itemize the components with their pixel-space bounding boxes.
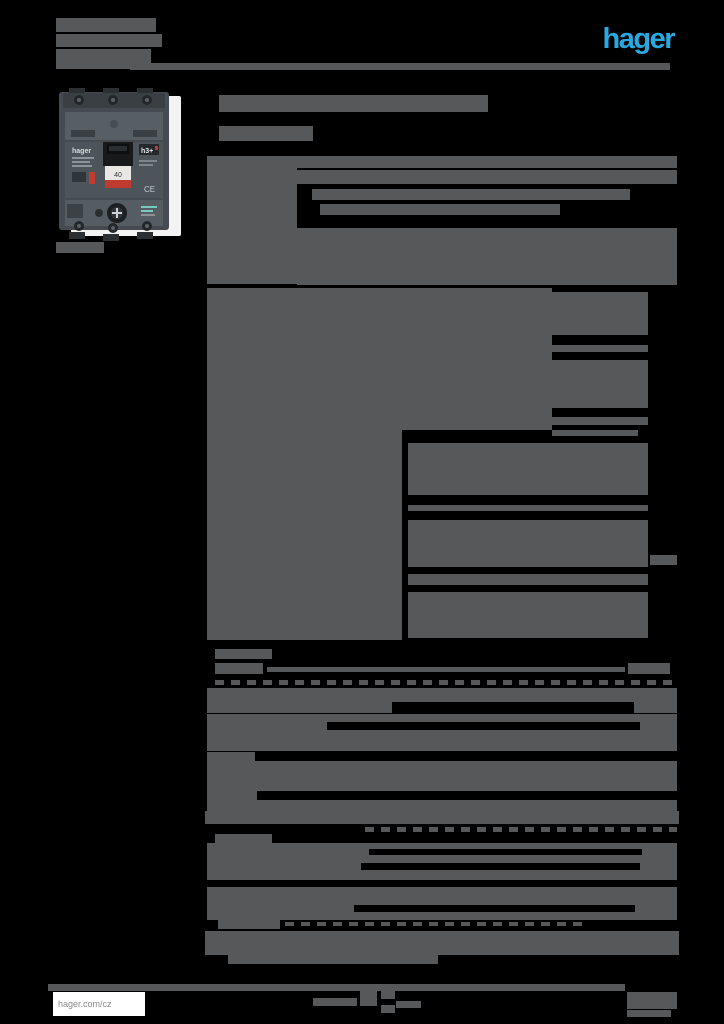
- redacted-text-bar: [627, 992, 677, 1009]
- redacted-text-bar: [297, 228, 677, 285]
- redacted-text-bar: [56, 242, 104, 253]
- footer-divider: [48, 984, 625, 991]
- breaker-brand-label: hager: [72, 148, 91, 155]
- redacted-text-bar: [207, 855, 677, 863]
- redacted-text-bar: [635, 905, 677, 912]
- redacted-text-bar: [56, 18, 156, 32]
- redacted-text-bar: [642, 849, 677, 855]
- redacted-text-bar: [634, 702, 677, 713]
- redacted-text-bar: [207, 843, 677, 849]
- redacted-dotted-leader: [215, 680, 677, 685]
- redacted-text-bar: [650, 555, 677, 565]
- redacted-text-bar: [207, 156, 297, 284]
- redacted-text-bar: [381, 1005, 395, 1013]
- redacted-text-bar: [207, 887, 677, 905]
- redacted-text-bar: [552, 292, 648, 335]
- ce-mark: CE: [144, 185, 155, 194]
- redacted-text-bar: [297, 156, 677, 168]
- redacted-text-bar: [207, 800, 677, 811]
- redacted-text-bar: [215, 649, 272, 659]
- hager-logo: hager: [602, 23, 676, 55]
- redacted-text-bar: [215, 834, 272, 843]
- redacted-text-bar: [207, 722, 327, 730]
- redacted-text-bar: [312, 189, 630, 200]
- redacted-text-bar: [320, 204, 560, 215]
- redacted-text-bar: [207, 863, 361, 870]
- redacted-text-bar: [408, 592, 648, 638]
- redacted-text-bar: [267, 667, 625, 672]
- redacted-text-bar: [408, 520, 648, 567]
- redacted-text-bar: [396, 1001, 421, 1008]
- footer-website-link[interactable]: hager.com/cz: [53, 992, 145, 1016]
- redacted-text-bar: [56, 34, 162, 47]
- redacted-text-bar: [552, 360, 648, 408]
- redacted-text-bar: [219, 95, 488, 112]
- redacted-text-bar: [207, 714, 677, 722]
- redacted-text-bar: [56, 49, 151, 69]
- redacted-text-bar: [207, 730, 677, 751]
- redacted-text-bar: [381, 991, 395, 999]
- redacted-text-bar: [640, 863, 677, 870]
- redacted-text-bar: [552, 417, 648, 425]
- redacted-text-bar: [207, 752, 255, 761]
- redacted-text-bar: [207, 905, 354, 912]
- redacted-text-bar: [297, 170, 677, 184]
- redacted-text-bar: [219, 126, 313, 141]
- redacted-text-bar: [207, 288, 552, 430]
- redacted-text-bar: [207, 849, 369, 855]
- header-divider: [130, 63, 670, 70]
- redacted-text-bar: [205, 931, 679, 955]
- redacted-text-bar: [627, 1010, 671, 1017]
- redacted-text-bar: [207, 791, 257, 800]
- redacted-text-bar: [207, 912, 677, 920]
- redacted-text-bar: [207, 688, 677, 702]
- redacted-text-bar: [207, 870, 677, 880]
- redacted-text-bar: [228, 955, 438, 964]
- redacted-text-bar: [552, 345, 648, 352]
- redacted-text-bar: [408, 505, 648, 511]
- redacted-text-bar: [640, 722, 677, 730]
- redacted-text-bar: [218, 920, 280, 929]
- rating-value: 40: [114, 172, 122, 179]
- redacted-text-bar: [360, 991, 377, 1006]
- redacted-text-bar: [207, 761, 677, 791]
- red-indicator: [89, 172, 95, 184]
- redacted-text-bar: [408, 574, 648, 585]
- redacted-text-bar: [207, 702, 392, 713]
- model-label: h3+: [141, 148, 153, 155]
- redacted-text-bar: [205, 811, 679, 824]
- redacted-text-bar: [408, 443, 648, 495]
- redacted-text-bar: [207, 430, 402, 640]
- redacted-text-bar: [215, 663, 263, 674]
- redacted-dotted-leader: [365, 827, 677, 832]
- redacted-text-bar: [628, 663, 670, 674]
- redacted-text-bar: [313, 998, 357, 1006]
- redacted-dotted-leader: [285, 922, 585, 926]
- product-photo-mccb: hager 40 h3+ CE: [59, 88, 181, 241]
- redacted-text-bar: [552, 430, 638, 436]
